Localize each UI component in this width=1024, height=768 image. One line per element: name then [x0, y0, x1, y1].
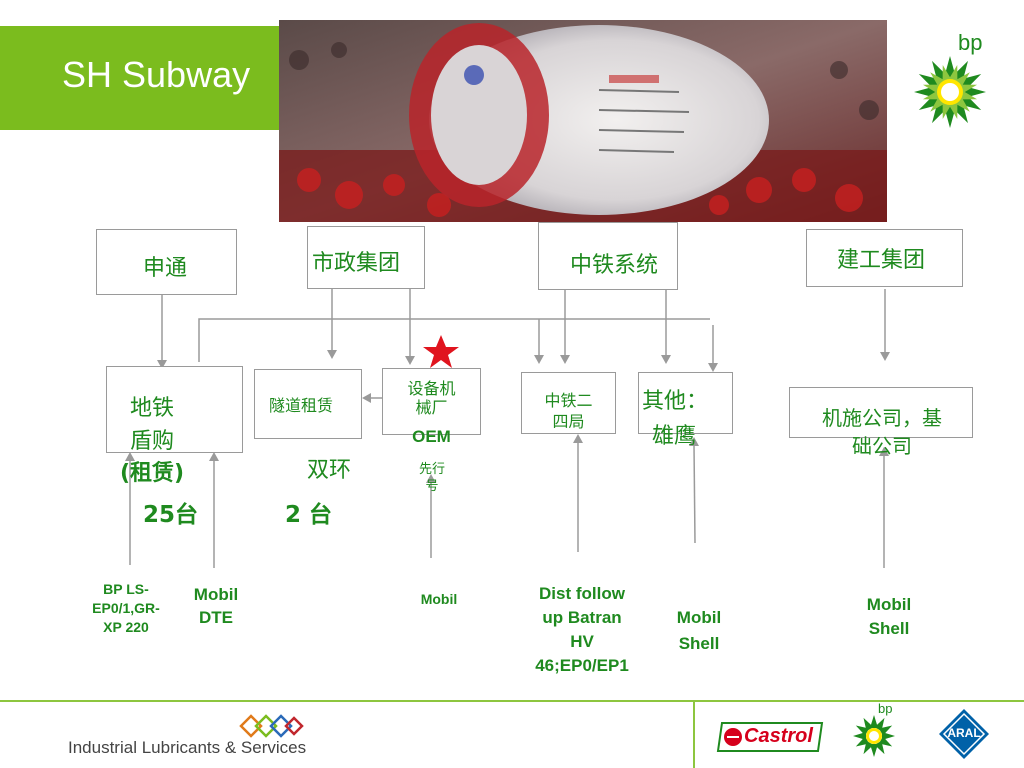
- mobil-dte-line1: Mobil: [193, 585, 239, 604]
- suidao-label: 隧道租赁: [269, 396, 334, 415]
- ils-diamonds-logo-icon: [238, 712, 304, 740]
- aral-wordmark: ARAL: [947, 726, 981, 740]
- zhongtie-label: 中铁系统: [569, 253, 658, 278]
- mobil-shell-label-2: Mobil Shell: [858, 593, 920, 641]
- shebei-box: 设备机 械厂 OEM: [382, 368, 481, 446]
- xianxing-line2: 号: [425, 479, 439, 494]
- bp-ls-label: BP LS- EP0/1,GR- XP 220: [78, 580, 174, 637]
- tunnel-boring-machine-photo: [279, 20, 887, 222]
- bp-ls-line2: EP0/1,GR-: [92, 600, 160, 616]
- bp-helios-logo-icon: [914, 56, 986, 128]
- mobil-shell-1-line2: Shell: [678, 634, 720, 653]
- dist-label: Dist follow up Batran HV 46;EP0/EP1: [522, 582, 642, 678]
- shentong-box: 申通: [96, 229, 237, 295]
- star-icon: [421, 334, 461, 370]
- bp-ls-line3: XP 220: [103, 619, 149, 635]
- aral-logo: ARAL: [938, 708, 990, 760]
- bp-wordmark: bp: [958, 30, 983, 55]
- footer-business-text: Industrial Lubricants & Services: [68, 738, 307, 757]
- zhongtie-sub-line1: 中铁二: [544, 391, 593, 410]
- shuanghuan-label: 双环: [307, 458, 352, 483]
- zhongtie-box: 中铁系统: [538, 222, 678, 290]
- dist-line4: 46;EP0/EP1: [535, 656, 629, 675]
- qita-line1: 其他：: [642, 389, 709, 414]
- dist-line3: HV: [570, 632, 594, 651]
- jiangong-label: 建工集团: [837, 248, 926, 273]
- dist-line1: Dist follow: [539, 584, 625, 603]
- title-bar: [0, 26, 279, 130]
- mobil-shell-1-line1: Mobil: [676, 608, 722, 627]
- mobil-dte-label: Mobil DTE: [186, 583, 246, 629]
- zhongtie-sub-box: 中铁二 四局: [521, 372, 616, 434]
- mobil-dte-line2: DTE: [199, 608, 233, 627]
- footer-vertical-divider: [693, 700, 695, 768]
- ditie-line3: (租赁): [120, 461, 185, 486]
- ditie-line2: 盾购: [130, 429, 175, 454]
- ditie-line1: 地铁: [130, 396, 175, 421]
- jishi-line1: 机施公司，基: [822, 406, 942, 430]
- dist-line2: up Batran: [542, 608, 622, 627]
- shebei-line2: 械厂: [415, 398, 448, 417]
- shizheng-label: 市政集团: [312, 251, 401, 276]
- qita-box: [638, 372, 733, 434]
- shebei-oem: OEM: [412, 427, 451, 446]
- xianxing-line1: 先行: [418, 462, 445, 477]
- jishi-box: [789, 387, 973, 438]
- footer-divider: [0, 700, 1024, 702]
- shentong-label: 申通: [143, 256, 188, 281]
- zhongtie-sub-line2: 四局: [552, 412, 585, 431]
- ditie-box: [106, 366, 243, 453]
- ditie-count: 25台: [143, 502, 199, 528]
- castrol-logo: Castrol: [716, 721, 824, 753]
- bp-ls-line1: BP LS-: [103, 581, 149, 597]
- shizheng-box: 市政集团: [307, 226, 425, 289]
- mobil-label: Mobil: [420, 591, 458, 607]
- mobil-shell-label-1: Mobil Shell: [668, 605, 730, 657]
- qita-line2: 雄鹰: [652, 424, 697, 449]
- mobil-shell-2-line2: Shell: [868, 619, 910, 638]
- suidao-box: 隧道租赁: [254, 369, 362, 439]
- shebei-line1: 设备机: [407, 379, 456, 398]
- footer-bp-wordmark: bp: [878, 701, 893, 716]
- jishi-line2: 础公司: [852, 434, 912, 458]
- jiangong-box: 建工集团: [806, 229, 963, 287]
- slide-title: SH Subway: [62, 54, 251, 95]
- castrol-wordmark: Castrol: [744, 725, 813, 747]
- shuanghuan-count: 2 台: [285, 502, 333, 528]
- footer-bp-helios-icon: [852, 714, 896, 758]
- mobil-shell-2-line1: Mobil: [866, 595, 912, 614]
